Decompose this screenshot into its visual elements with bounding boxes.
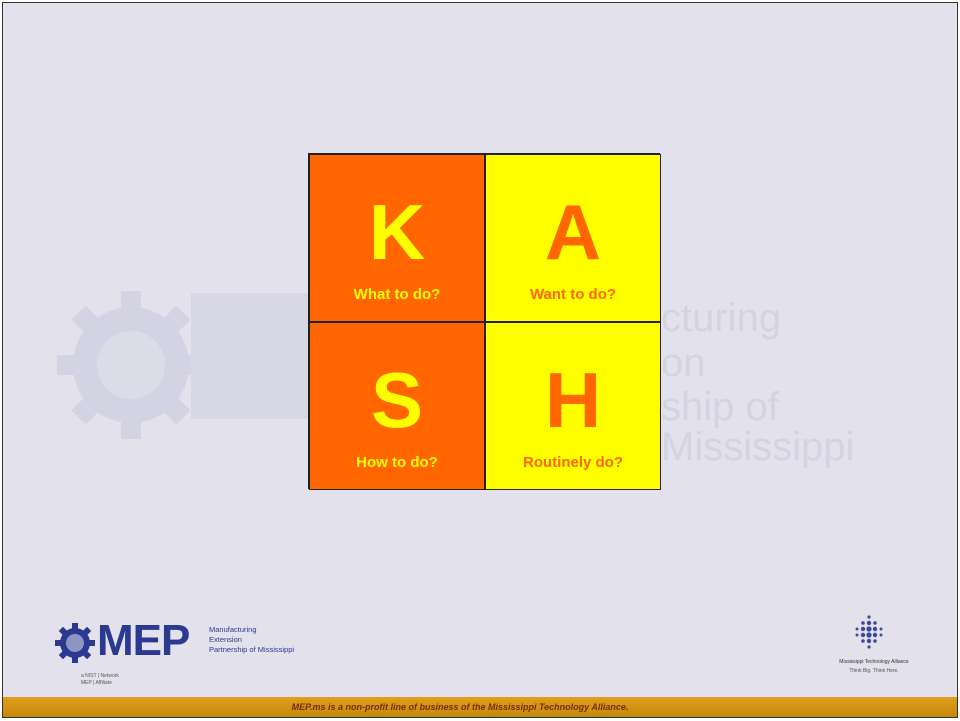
mep-affiliate-line1: a NIST | Network xyxy=(81,673,119,679)
cell-caption: What to do? xyxy=(353,286,441,303)
mta-name: Mississippi Technology Alliance xyxy=(839,659,909,665)
watermark-gear-icon xyxy=(57,291,205,439)
mep-tag-line1: Manufacturing xyxy=(209,625,257,634)
cell-letter: A xyxy=(544,188,602,276)
watermark-letter-block xyxy=(191,293,311,419)
dots-icon xyxy=(855,615,883,649)
watermark-text-line2: on xyxy=(661,341,706,385)
mta-logo: Mississippi Technology Alliance Think Bi… xyxy=(819,611,929,683)
mep-tagline: Manufacturing Extension Partnership of M… xyxy=(209,625,294,655)
cell-habits: H Routinely do? xyxy=(485,322,661,490)
watermark-text-line1: cturing xyxy=(661,296,782,340)
cell-caption: How to do? xyxy=(356,454,438,471)
mta-tagline: Think Big. Think Here. xyxy=(849,668,899,674)
cell-letter: K xyxy=(368,188,426,276)
cell-caption: Routinely do? xyxy=(523,454,623,471)
mep-tag-line2: Extension xyxy=(209,635,242,644)
mep-affiliate: a NIST | Network MEP | Affiliate xyxy=(81,673,119,687)
mep-wordmark: MEP xyxy=(97,616,190,665)
kash-grid: K What to do? A Want to do? S How to do?… xyxy=(308,153,661,490)
gear-icon xyxy=(55,623,95,663)
mep-logo: MEP Manufacturing Extension Partnership … xyxy=(51,619,311,689)
mep-tag-line3: Partnership of Mississippi xyxy=(209,645,295,654)
cell-letter: S xyxy=(370,356,424,444)
cell-letter: H xyxy=(544,356,602,444)
mep-affiliate-line2: MEP | Affiliate xyxy=(81,680,112,686)
footer-text: MEP.ms is a non-profit line of business … xyxy=(291,702,629,712)
watermark-text-line3: ship of Mississippi xyxy=(661,385,855,469)
cell-knowledge: K What to do? xyxy=(309,154,485,322)
cell-skills: S How to do? xyxy=(309,322,485,490)
footer-bar: MEP.ms is a non-profit line of business … xyxy=(3,697,957,717)
cell-attitude: A Want to do? xyxy=(485,154,661,322)
cell-caption: Want to do? xyxy=(529,286,617,303)
